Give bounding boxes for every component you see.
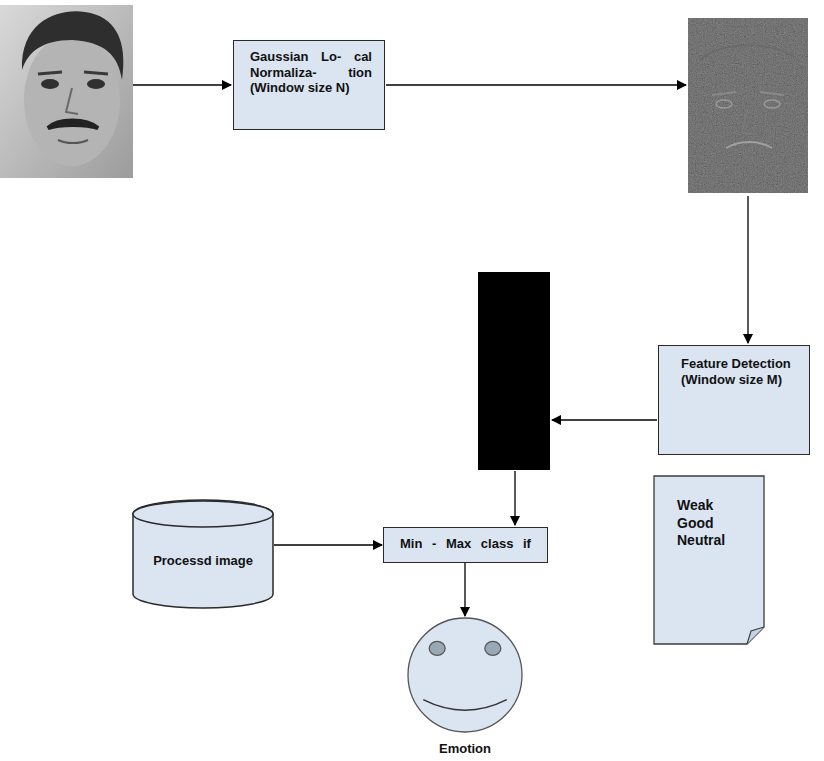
mustache [48, 121, 98, 129]
node-label: Feature Detection (Window size M) [681, 356, 795, 387]
emotion-face-outline [407, 617, 523, 759]
eyebrows [38, 72, 108, 74]
node-heading: Emotion [407, 741, 523, 757]
input-face-photo [0, 5, 133, 178]
flow-arrow [464, 563, 465, 616]
face-eye [485, 641, 501, 655]
eye [41, 79, 59, 89]
list-item: Good [677, 515, 755, 533]
nose [66, 88, 78, 114]
flow-arrow [274, 544, 382, 545]
node-label: Gaussian Lo- cal Normaliza- tion (Window… [250, 49, 372, 96]
face-smile [423, 700, 507, 711]
node-label: Processd image [142, 553, 264, 569]
eye [764, 100, 780, 108]
node-label: Min - Max class if [394, 536, 537, 552]
face-skin [24, 34, 120, 166]
normalized-face-photo [688, 18, 808, 193]
face-eye [429, 641, 445, 655]
emotion-face: Emotion [407, 617, 523, 759]
text-group: Processd image [142, 553, 264, 569]
document-shape: WeakGoodNeutral [653, 475, 765, 645]
process-box: Gaussian Lo- cal Normaliza- tion (Window… [233, 40, 385, 130]
nose [742, 108, 754, 134]
document-page [654, 476, 764, 644]
face-circle [408, 618, 522, 732]
cylinder-body [133, 500, 273, 608]
text-group: Emotion [407, 741, 523, 757]
text-group: Feature Detection (Window size M) [681, 356, 795, 387]
classifier-box: Min - Max class if [383, 527, 548, 563]
database-cylinder: Processd image [132, 500, 274, 608]
flow-arrow [386, 84, 686, 85]
flow-arrow [552, 419, 657, 420]
process-box: Feature Detection (Window size M) [658, 345, 810, 455]
feature-map-image [478, 272, 550, 470]
hair [22, 11, 124, 80]
text-group: WeakGoodNeutral [677, 497, 755, 550]
eye [87, 79, 105, 89]
mustache [726, 142, 772, 148]
photo-noise [688, 18, 808, 193]
photo-ground [0, 5, 133, 178]
mouth [58, 140, 88, 143]
flow-arrow [747, 196, 748, 343]
text-group: Gaussian Lo- cal Normaliza- tion (Window… [250, 49, 372, 96]
list-item: Neutral [677, 532, 755, 550]
document-fold [747, 627, 764, 644]
flow-arrow [133, 84, 231, 85]
photo-ground [688, 18, 808, 193]
list-item: Weak [677, 497, 755, 515]
hairline [700, 45, 800, 62]
text-group: Min - Max class if [394, 536, 537, 552]
flow-arrow [514, 471, 515, 525]
eyebrows [712, 92, 784, 95]
cylinder-top [133, 501, 273, 527]
eye [716, 100, 732, 108]
